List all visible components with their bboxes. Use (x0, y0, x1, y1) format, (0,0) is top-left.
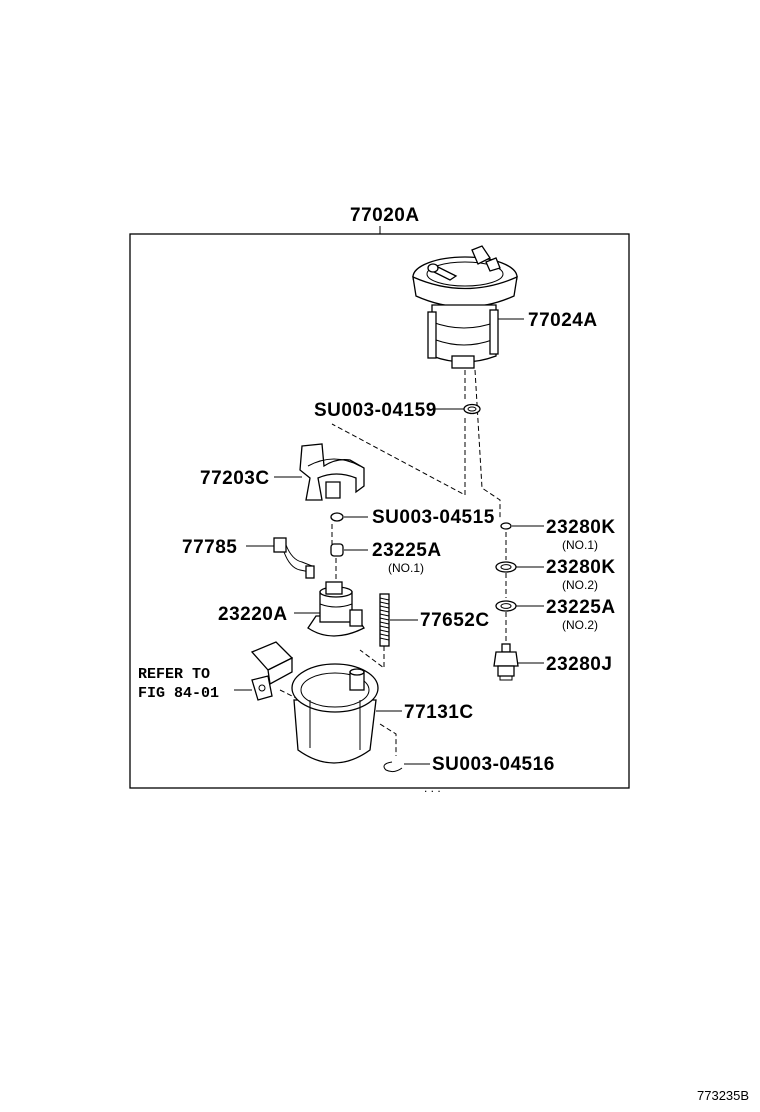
label-su003-04516: SU003-04516 (432, 754, 555, 775)
label-su003-04515: SU003-04515 (372, 507, 495, 528)
svg-text:. . .: . . . (424, 781, 441, 795)
oring-23280K-no2 (495, 561, 517, 573)
reservoir-77131C (291, 663, 379, 764)
harness-77785 (273, 537, 315, 579)
label-23280K-no2-sub: (NO.2) (562, 578, 598, 592)
label-23220A: 23220A (218, 604, 288, 625)
label-77652C: 77652C (420, 610, 490, 631)
label-su003-04159: SU003-04159 (314, 400, 437, 421)
label-23280K-no1: 23280K (546, 517, 616, 538)
clip-su003-04516 (383, 761, 403, 773)
assembly-frame (129, 233, 630, 789)
label-23225A-no2: 23225A (546, 597, 616, 618)
fuel-pump-23220A (307, 581, 365, 637)
oring-su003-04159 (463, 403, 481, 415)
filter-23225A-no1 (330, 543, 344, 557)
label-23280K-no1-sub: (NO.1) (562, 538, 598, 552)
label-77131C: 77131C (404, 702, 474, 723)
refer-to-line1: REFER TO (138, 666, 210, 683)
label-77785: 77785 (182, 537, 237, 558)
sender-unit (250, 641, 294, 701)
label-77203C: 77203C (200, 468, 270, 489)
filter-23225A-no2 (495, 600, 517, 612)
ring-su003-04515 (330, 512, 344, 522)
bracket-77203C (299, 443, 365, 501)
assembly-label: 77020A (350, 205, 420, 226)
label-23225A-no2-sub: (NO.2) (562, 618, 598, 632)
label-23280K-no2: 23280K (546, 557, 616, 578)
refer-to-line2: FIG 84-01 (138, 685, 219, 702)
hose-77652C (379, 593, 390, 647)
oring-23280K-no1 (500, 522, 512, 530)
label-23225A-no1: 23225A (372, 540, 442, 561)
label-77024A: 77024A (528, 310, 598, 331)
pump-cover-77024A (412, 245, 518, 369)
regulator-23280J (493, 643, 519, 681)
figure-id: 773235B (697, 1088, 749, 1103)
label-23280J: 23280J (546, 654, 612, 675)
label-23225A-no1-sub: (NO.1) (388, 561, 424, 575)
